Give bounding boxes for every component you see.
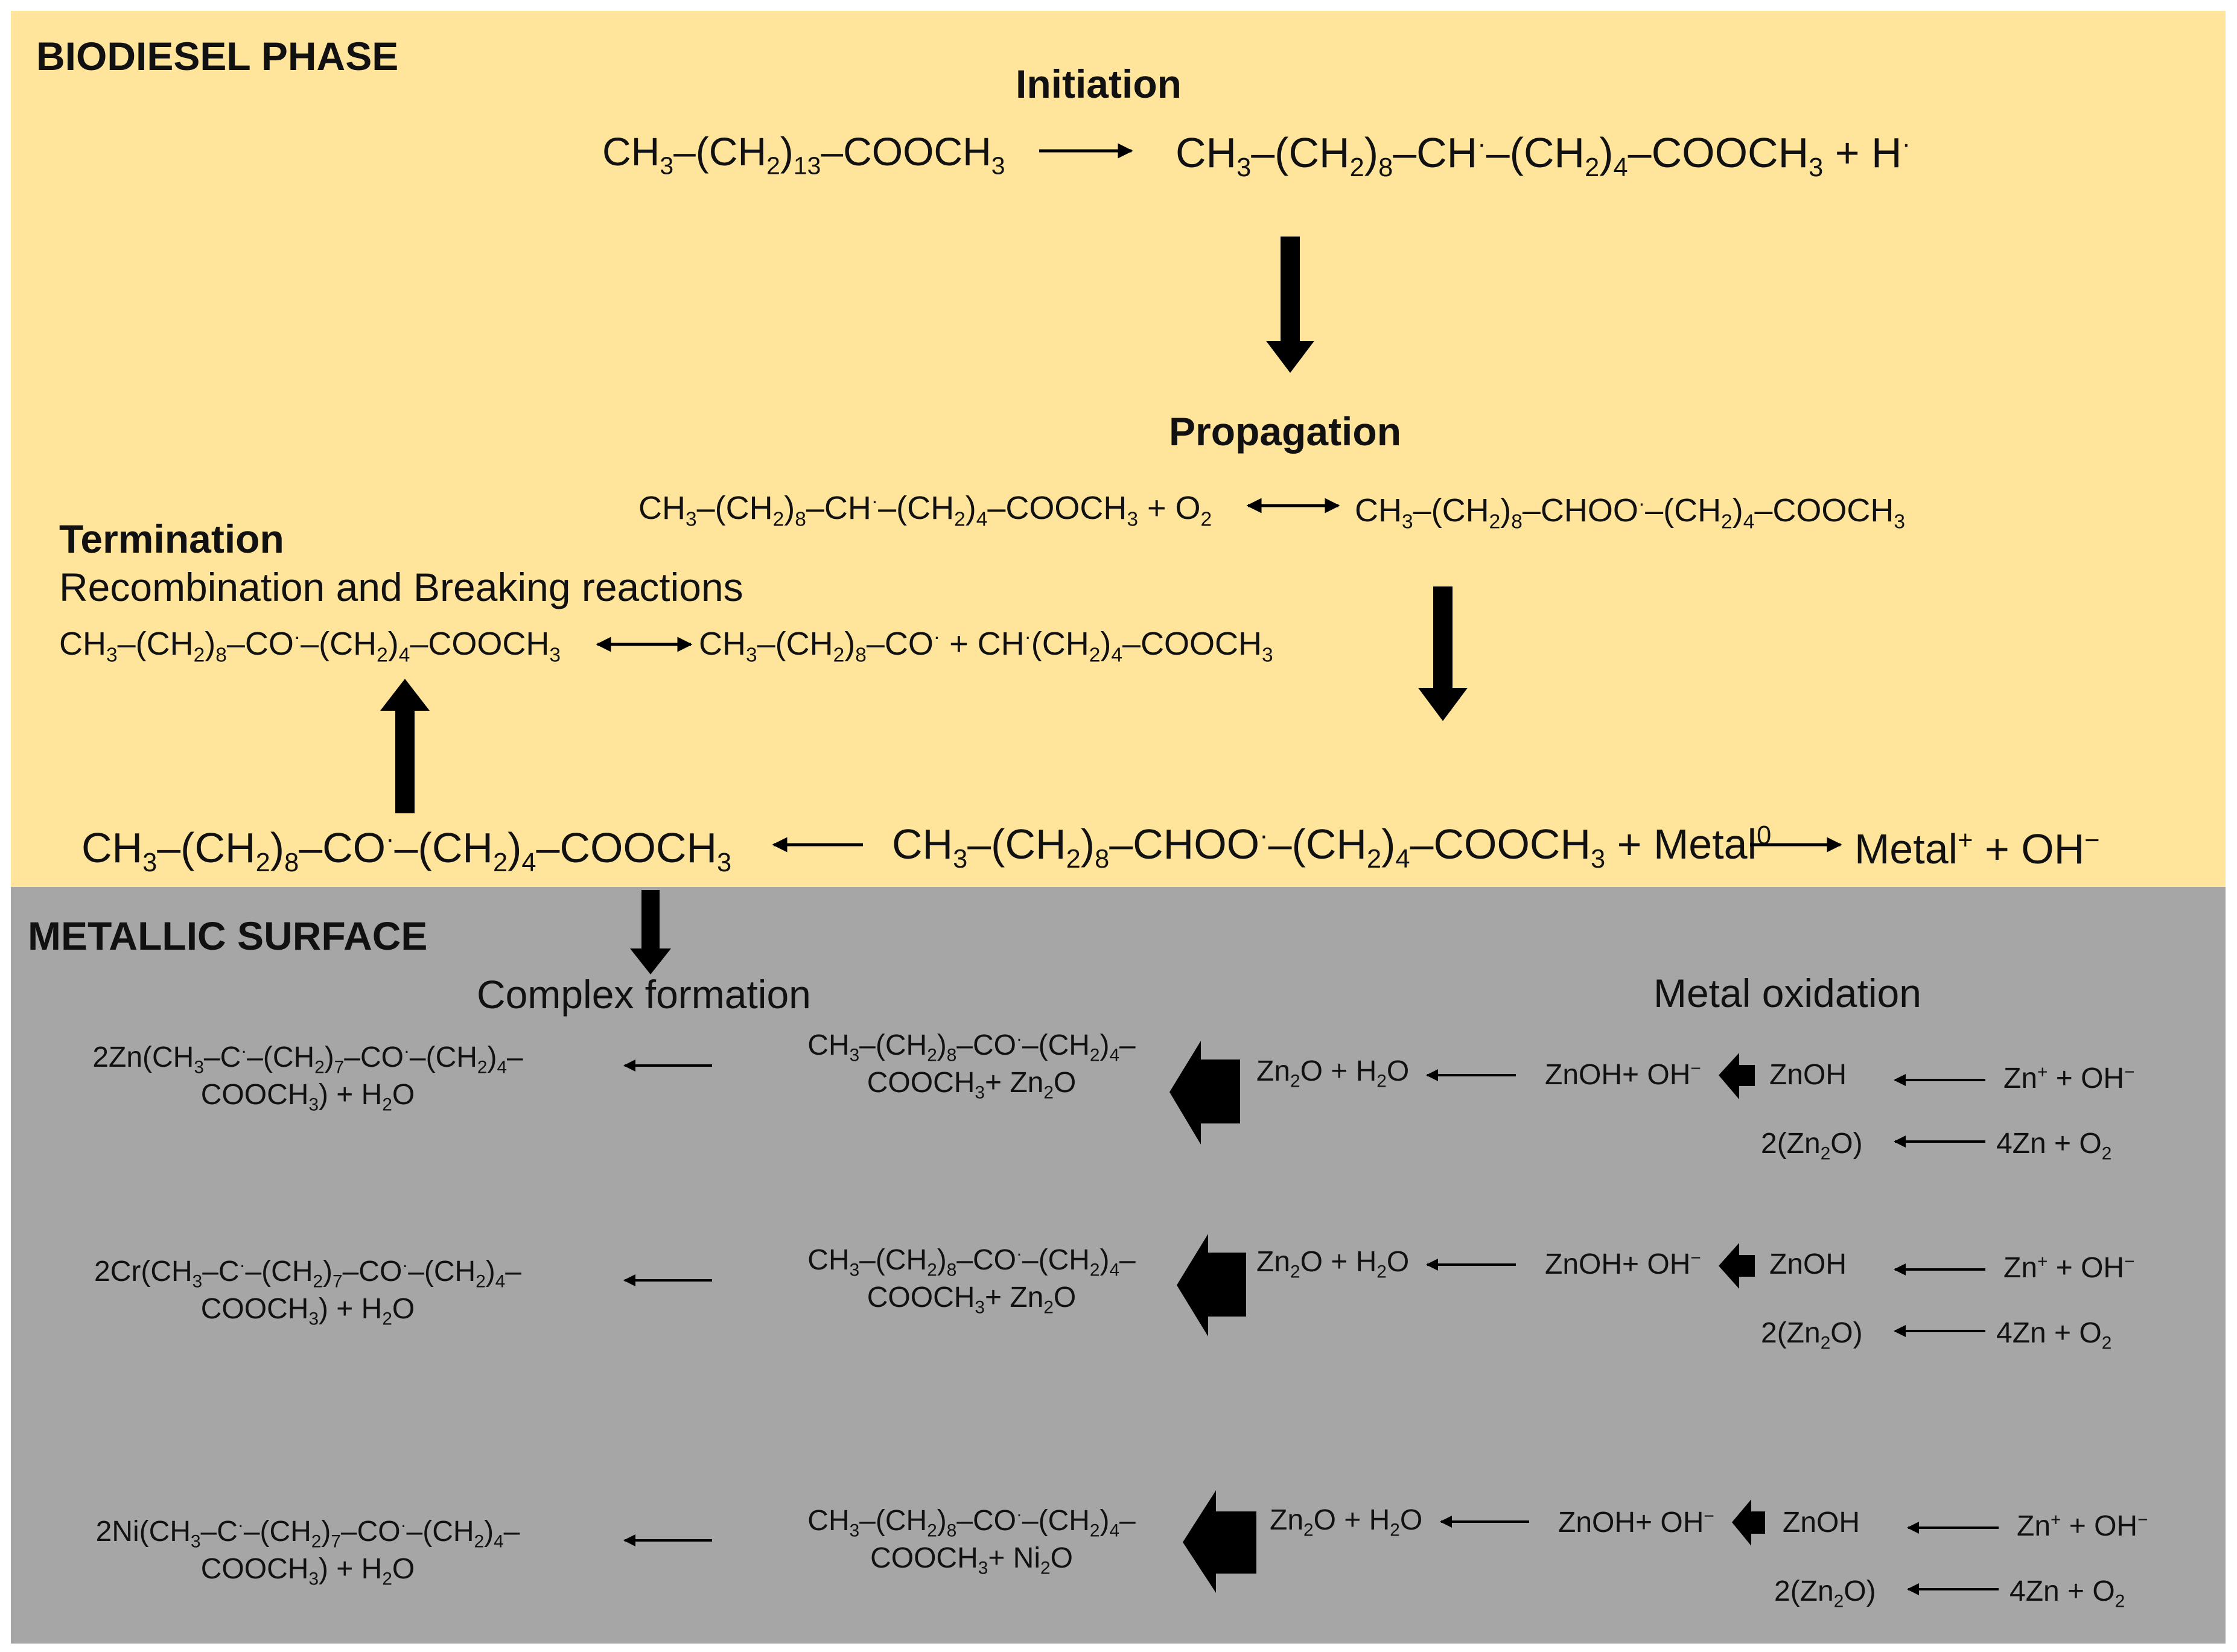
zn2o-water: Zn2O + H2O xyxy=(1270,1504,1423,1540)
termination-heading: Termination xyxy=(59,516,284,561)
metal-ion-product: Metal+ + OH− xyxy=(1854,825,2100,872)
propagation-down-arrow xyxy=(1418,586,1468,721)
zn2o-water: Zn2O + H2O xyxy=(1256,1055,1410,1091)
biodiesel-phase-heading: BIODIESEL PHASE xyxy=(36,34,399,78)
recombination-subheading: Recombination and Breaking reactions xyxy=(59,565,743,609)
metal-oxidation-heading: Metal oxidation xyxy=(1653,971,1921,1015)
cr-complex: 2Cr(CH3–C·–(CH2)7–CO·–(CH2)4–COOCH3) + H… xyxy=(94,1255,521,1329)
peroxy-metal-reaction: CH3–(CH2)8–CHOO·–(CH2)4–COOCH3 + Metal0 xyxy=(892,821,1772,874)
zn-complex: 2Zn(CH3–C·–(CH2)7–CO·–(CH2)4–COOCH3) + H… xyxy=(92,1041,523,1115)
ni-big-left-arrow xyxy=(1183,1490,1256,1593)
complex-formation-down-arrow xyxy=(630,890,671,974)
zn-big-left-arrow xyxy=(1169,1041,1240,1145)
termination-reactant: CH3–(CH2)8–CO·–(CH2)4–COOCH3 xyxy=(59,626,561,667)
cr-intermediate: CH3–(CH2)8–CO·–(CH2)4–COOCH3+ Zn2O xyxy=(807,1244,1136,1318)
znoh-oh: ZnOH+ OH− xyxy=(1558,1506,1714,1539)
initiation-reactant: CH3–(CH2)13–COOCH3 xyxy=(602,129,1005,180)
zn-small-left-arrow xyxy=(1719,1053,1755,1099)
four-zn-o2: 4Zn + O2 xyxy=(2009,1575,2125,1612)
alkoxy-radical: CH3–(CH2)8–CO·–(CH2)4–COOCH3 xyxy=(81,824,732,878)
initiation-to-propagation-arrow xyxy=(1266,237,1314,373)
cr-big-left-arrow xyxy=(1177,1234,1246,1336)
metallic-surface-heading: METALLIC SURFACE xyxy=(28,913,428,958)
two-zn2o: 2(Zn2O) xyxy=(1761,1317,1863,1353)
four-zn-o2: 4Zn + O2 xyxy=(1996,1128,2112,1164)
znoh-oh: ZnOH+ OH− xyxy=(1545,1058,1701,1091)
ni-complex: 2Ni(CH3–C·–(CH2)7–CO·–(CH2)4–COOCH3) + H… xyxy=(95,1515,520,1589)
znoh: ZnOH xyxy=(1769,1059,1847,1091)
zn-plus-oh: Zn+ + OH− xyxy=(2003,1251,2135,1284)
termination-up-arrow xyxy=(380,679,430,813)
metallic-surface-panel xyxy=(11,887,2226,1644)
two-zn2o: 2(Zn2O) xyxy=(1774,1575,1876,1612)
ni-intermediate: CH3–(CH2)8–CO·–(CH2)4–COOCH3+ Ni2O xyxy=(807,1504,1136,1578)
propagation-product: CH3–(CH2)8–CHOO·–(CH2)4–COOCH3 xyxy=(1355,492,1905,533)
propagation-heading: Propagation xyxy=(1169,409,1402,454)
ni-small-left-arrow xyxy=(1732,1499,1765,1546)
complex-formation-heading: Complex formation xyxy=(477,972,811,1017)
zn-intermediate: CH3–(CH2)8–CO·–(CH2)4–COOCH3+ Zn2O xyxy=(807,1029,1136,1103)
cr-small-left-arrow xyxy=(1719,1243,1755,1289)
zn-plus-oh: Zn+ + OH− xyxy=(2003,1062,2135,1094)
znoh: ZnOH xyxy=(1783,1507,1860,1539)
zn-plus-oh: Zn+ + OH− xyxy=(2017,1510,2148,1542)
initiation-product: CH3–(CH2)8–CH·–(CH2)4–COOCH3 + H· xyxy=(1176,129,1911,183)
zn2o-water: Zn2O + H2O xyxy=(1256,1246,1410,1282)
propagation-reactant: CH3–(CH2)8–CH·–(CH2)4–COOCH3 + O2 xyxy=(638,490,1212,531)
four-zn-o2: 4Zn + O2 xyxy=(1996,1317,2112,1353)
termination-products: CH3–(CH2)8–CO· + CH·(CH2)4–COOCH3 xyxy=(699,626,1273,667)
znoh: ZnOH xyxy=(1769,1248,1847,1280)
two-zn2o: 2(Zn2O) xyxy=(1761,1128,1863,1164)
initiation-heading: Initiation xyxy=(1016,62,1182,106)
znoh-oh: ZnOH+ OH− xyxy=(1545,1248,1701,1280)
